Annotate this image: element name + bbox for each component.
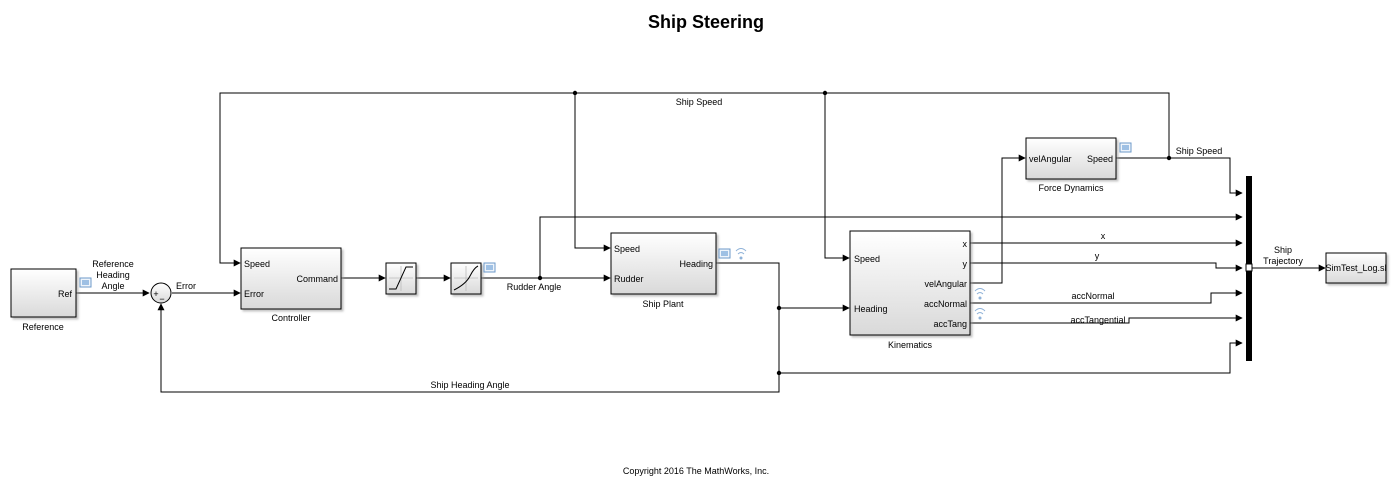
wire-rudder-to-mux[interactable] <box>539 213 1243 278</box>
signal-label-y: y <box>1095 251 1100 261</box>
wire-vel-angular[interactable] <box>970 154 1026 284</box>
wire-speed-to-kinematics[interactable] <box>824 93 850 262</box>
wire-ship-speed-loop[interactable] <box>219 92 1170 267</box>
sum-plus-sign: + <box>153 289 158 299</box>
sum-block[interactable]: + − <box>150 282 172 304</box>
signal-logging-icon[interactable] <box>735 248 747 260</box>
signal-label-acc-tangential: accTangential <box>1070 315 1125 325</box>
signal-label-acc-normal: accNormal <box>1071 291 1114 301</box>
kinematics-label: Kinematics <box>888 340 933 350</box>
wire-force-speed-to-mux[interactable] <box>1116 157 1243 197</box>
signal-label-trajectory-2: Trajectory <box>1263 256 1303 266</box>
signal-logging-icon[interactable] <box>974 308 986 320</box>
signal-label-ship-speed-right: Ship Speed <box>1176 146 1223 156</box>
kinematics-port-heading: Heading <box>854 304 888 314</box>
signal-label-ship-heading: Ship Heading Angle <box>430 380 509 390</box>
reference-port-ref: Ref <box>58 289 73 299</box>
scope-icon[interactable] <box>718 248 731 259</box>
kinematics-port-acc-tang: accTang <box>933 319 967 329</box>
kinematics-port-y: y <box>963 259 968 269</box>
wire-y[interactable] <box>970 262 1243 272</box>
scope-icon[interactable] <box>483 262 496 273</box>
controller-block[interactable]: Speed Error Command Controller <box>240 247 342 323</box>
signal-label-ref-3: Angle <box>101 281 124 291</box>
wire-ship-heading-feedback[interactable] <box>157 262 780 393</box>
sim-test-log-block[interactable]: SimTest_Log.sl <box>1325 252 1387 284</box>
wire-speed-to-plant[interactable] <box>574 93 611 252</box>
mux-block[interactable] <box>1245 176 1253 361</box>
controller-port-speed: Speed <box>244 259 270 269</box>
junction-dots <box>537 90 1172 376</box>
ship-plant-block[interactable]: Speed Rudder Heading Ship Plant <box>610 232 717 309</box>
ship-plant-port-heading: Heading <box>679 259 713 269</box>
signal-label-ref-2: Heading <box>96 270 130 280</box>
sum-minus-sign: − <box>159 294 164 304</box>
kinematics-port-acc-normal: accNormal <box>924 299 967 309</box>
signal-label-ship-speed-top: Ship Speed <box>676 97 723 107</box>
wire-acc-normal[interactable] <box>970 289 1243 304</box>
scope-icon[interactable] <box>1119 142 1132 153</box>
signal-label-x: x <box>1101 231 1106 241</box>
copyright-text: Copyright 2016 The MathWorks, Inc. <box>623 466 769 476</box>
signal-label-rudder-angle: Rudder Angle <box>507 282 562 292</box>
signal-label-ref-1: Reference <box>92 259 134 269</box>
kinematics-port-vel-angular: velAngular <box>924 279 967 289</box>
kinematics-port-x: x <box>963 239 968 249</box>
wire-heading-to-mux[interactable] <box>779 339 1243 374</box>
saturation-block[interactable] <box>385 262 417 295</box>
reference-label: Reference <box>22 322 64 332</box>
force-dynamics-label: Force Dynamics <box>1038 183 1104 193</box>
controller-port-command: Command <box>296 274 338 284</box>
force-dynamics-block[interactable]: velAngular Speed Force Dynamics <box>1025 137 1117 193</box>
kinematics-port-speed: Speed <box>854 254 880 264</box>
signal-label-trajectory-1: Ship <box>1274 245 1292 255</box>
scope-icon[interactable] <box>79 277 92 288</box>
reference-block[interactable]: Ref Reference <box>10 268 77 332</box>
wire-acc-tangential[interactable] <box>970 314 1243 324</box>
kinematics-block[interactable]: Speed Heading x y velAngular accNormal a… <box>849 230 971 350</box>
ship-plant-port-rudder: Rudder <box>614 274 644 284</box>
controller-label: Controller <box>271 313 310 323</box>
signal-logging-icon[interactable] <box>974 288 986 300</box>
force-dynamics-port-speed: Speed <box>1087 154 1113 164</box>
page-title: Ship Steering <box>648 12 764 32</box>
ship-plant-label: Ship Plant <box>642 299 684 309</box>
ship-plant-port-speed: Speed <box>614 244 640 254</box>
signal-label-error: Error <box>176 281 196 291</box>
force-dynamics-port-vel-angular: velAngular <box>1029 154 1072 164</box>
sim-test-log-label: SimTest_Log.sl <box>1325 263 1386 273</box>
rate-limiter-block[interactable] <box>450 262 482 295</box>
controller-port-error: Error <box>244 289 264 299</box>
